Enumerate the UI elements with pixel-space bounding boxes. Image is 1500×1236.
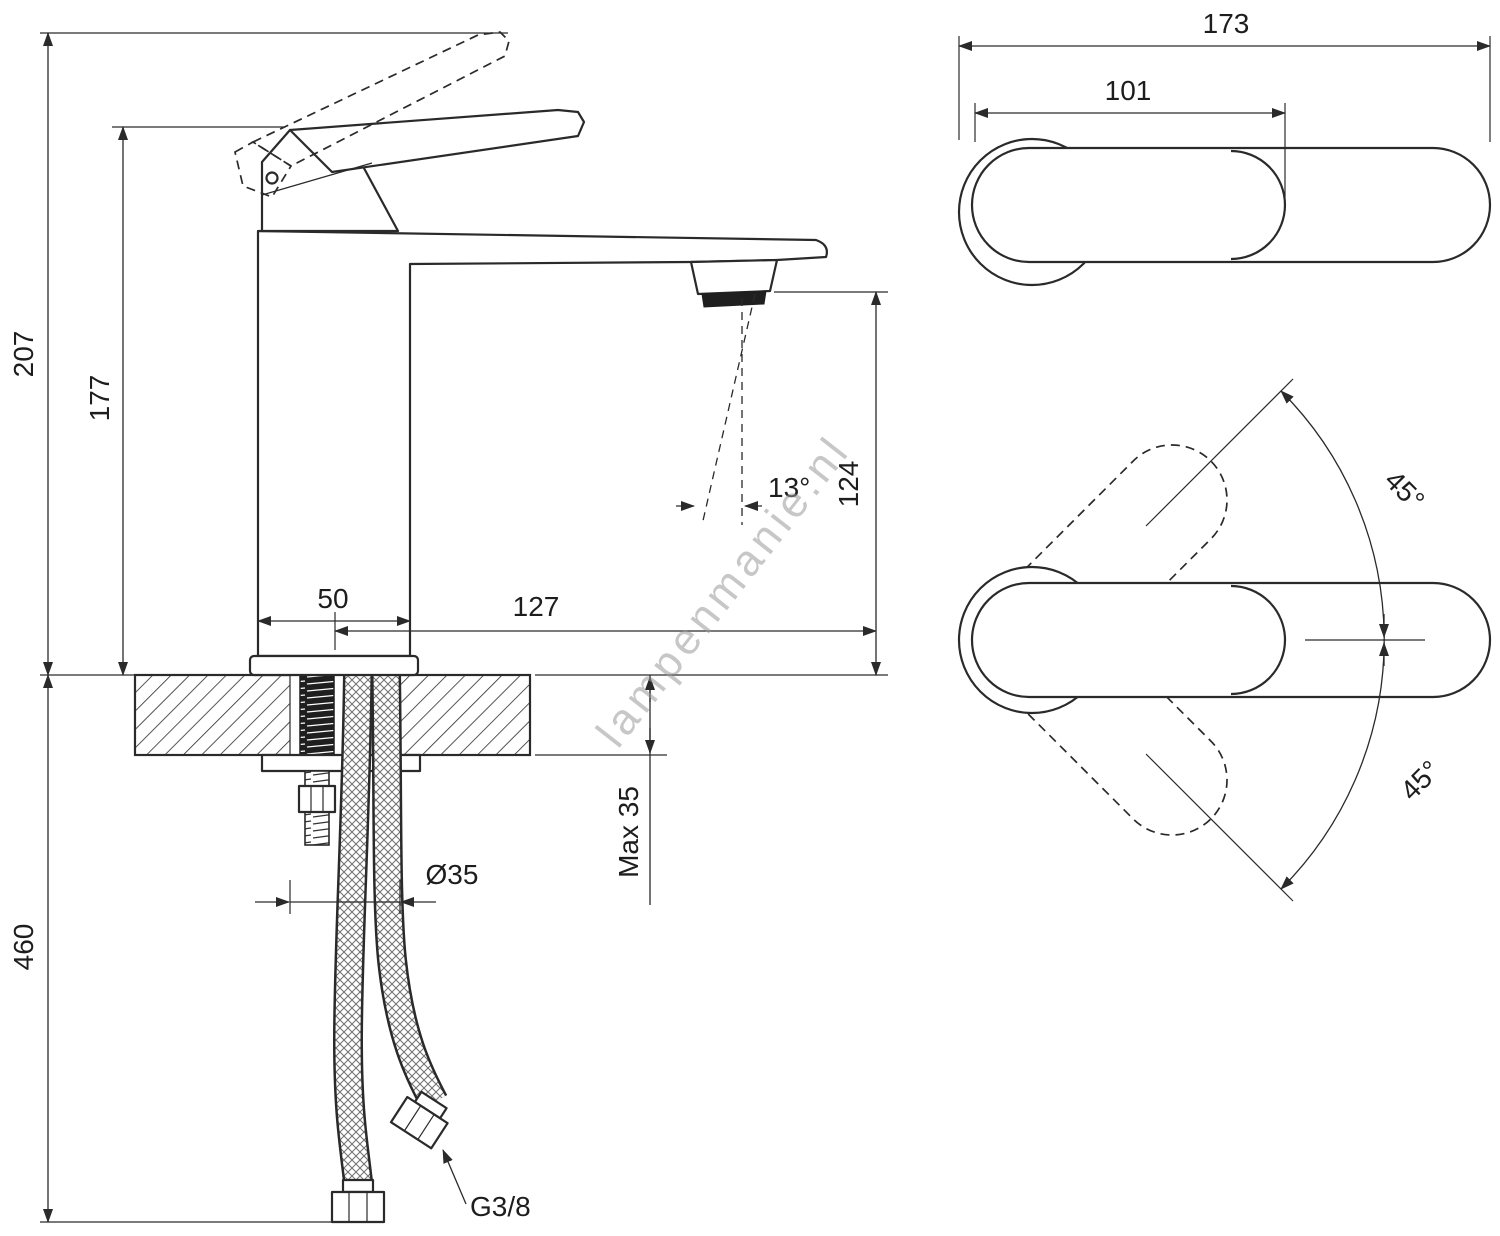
spout-reach-label: 127 xyxy=(513,591,560,622)
counter-max-thickness-label: Max 35 xyxy=(613,786,644,878)
stream-angle: 13° xyxy=(676,293,810,526)
nut-facet-line xyxy=(417,1114,435,1140)
hose-left xyxy=(335,672,371,1184)
watermark-text: lampenmanie.nl xyxy=(587,426,860,756)
hose-hex-nut xyxy=(389,1095,449,1150)
swing-ref-down xyxy=(1145,753,1294,902)
top-view-upper: 173 101 xyxy=(957,8,1492,287)
handle-length-label: 101 xyxy=(1105,75,1152,106)
base-plate xyxy=(248,654,420,677)
top-view-lower: 45° 45° xyxy=(957,378,1492,902)
hose-hex-nut xyxy=(330,1190,386,1224)
side-view: 13° 207 177 460 124 50 xyxy=(8,31,888,1224)
aerator xyxy=(701,290,767,308)
base-width-label: 50 xyxy=(317,583,348,614)
body-height-label: 177 xyxy=(84,375,115,422)
thread-leader-line xyxy=(442,1149,467,1205)
handle-side xyxy=(234,31,586,233)
hose-collar xyxy=(341,1178,375,1194)
mounting-nut xyxy=(297,784,337,814)
handle-top xyxy=(970,581,1492,699)
spout-angle-label: 13° xyxy=(768,472,810,503)
stream-angle-line xyxy=(701,293,756,526)
handle-top xyxy=(970,146,1492,264)
swing-arc xyxy=(1280,390,1385,890)
hose-right xyxy=(373,672,446,1108)
supply-hoses xyxy=(330,672,449,1224)
handle-grip-cap xyxy=(1230,149,1287,261)
hole-diameter-label: Ø35 xyxy=(426,859,479,890)
body-and-spout xyxy=(256,229,828,658)
hose-left-fitting xyxy=(330,1178,386,1224)
spout-height-label: 124 xyxy=(833,461,864,508)
handle-seam xyxy=(261,162,373,196)
under-counter-depth-label: 460 xyxy=(8,924,39,971)
swing-ref-up xyxy=(1145,378,1294,527)
hose-right-fitting xyxy=(389,1090,449,1150)
shank-threads xyxy=(299,674,335,756)
total-length-label: 173 xyxy=(1203,8,1250,39)
extension-lines xyxy=(40,32,888,1223)
swing-construction xyxy=(1145,378,1425,902)
swing-down-label: 45° xyxy=(1394,754,1446,806)
faucet-body xyxy=(248,229,828,677)
hose-thread-label: G3/8 xyxy=(470,1191,531,1222)
dimensions-side: 207 177 460 124 50 127 Max 35 Ø35 G3/8 xyxy=(8,32,881,1223)
handle-lever xyxy=(288,108,586,174)
nut-facet-line xyxy=(403,1105,422,1132)
handle-base-raised xyxy=(234,141,293,199)
handle-pivot xyxy=(265,171,279,185)
spout-outlet xyxy=(689,258,779,296)
total-height-label: 207 xyxy=(8,331,39,378)
swing-up-label: 45° xyxy=(1379,464,1431,516)
